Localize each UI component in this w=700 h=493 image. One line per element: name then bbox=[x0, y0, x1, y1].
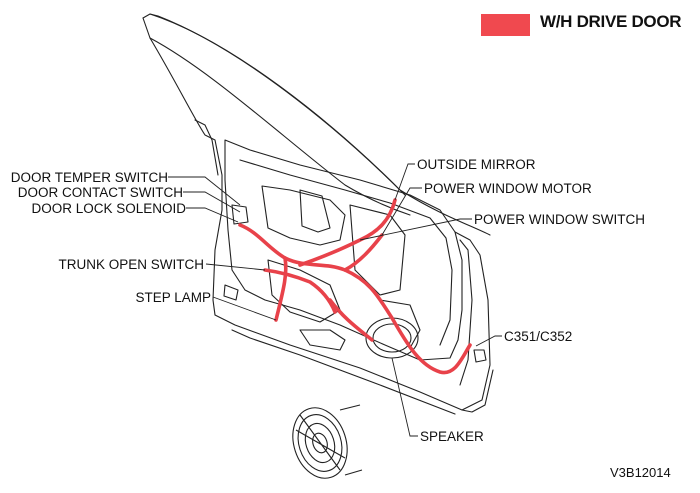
panel-cutout-upper bbox=[261, 185, 346, 246]
label-door-temper-switch: DOOR TEMPER SWITCH bbox=[10, 170, 168, 185]
window-frame-inner bbox=[149, 37, 411, 216]
leader-door-lock bbox=[186, 207, 239, 223]
speaker-frame bbox=[292, 407, 348, 479]
label-power-window-motor: POWER WINDOW MOTOR bbox=[424, 181, 592, 196]
label-connector: C351/C352 bbox=[504, 329, 573, 344]
harness-motor-branch bbox=[343, 233, 384, 272]
panel-cutout-right bbox=[349, 204, 406, 296]
label-trunk-open-switch: TRUNK OPEN SWITCH bbox=[58, 257, 204, 272]
panel-cutout-lower bbox=[267, 259, 341, 323]
leader-speaker bbox=[391, 357, 418, 437]
door-body-outline bbox=[214, 231, 491, 411]
speaker-unit bbox=[292, 404, 363, 479]
leader-connector bbox=[475, 335, 502, 347]
leader-door-contact bbox=[183, 191, 241, 213]
label-step-lamp: STEP LAMP bbox=[135, 290, 211, 305]
figure-code: V3B12014 bbox=[610, 465, 671, 480]
window-frame-edge bbox=[142, 13, 406, 196]
harness-speaker-branch bbox=[328, 298, 374, 342]
label-door-lock-solenoid: DOOR LOCK SOLENOID bbox=[31, 201, 186, 216]
leader-power-window-motor bbox=[381, 187, 422, 236]
harness-trunk-branch bbox=[263, 268, 337, 314]
label-outside-mirror: OUTSIDE MIRROR bbox=[417, 157, 536, 172]
panel-cutout-mid bbox=[299, 189, 331, 233]
label-speaker: SPEAKER bbox=[420, 429, 484, 444]
leader-power-window-switch bbox=[359, 218, 472, 241]
harness-main-run bbox=[238, 223, 472, 375]
window-frame-outer bbox=[142, 13, 491, 236]
leader-step-lamp bbox=[212, 296, 277, 321]
legend-title: W/H DRIVE DOOR bbox=[540, 12, 682, 31]
legend-swatch bbox=[481, 14, 530, 36]
leader-outside-mirror bbox=[394, 163, 415, 201]
leader-trunk bbox=[205, 263, 266, 271]
wire-harness bbox=[238, 198, 472, 375]
harness-mirror-branch bbox=[298, 198, 397, 267]
inner-panel bbox=[224, 139, 463, 361]
label-power-window-switch: POWER WINDOW SWITCH bbox=[474, 212, 645, 227]
label-door-contact-switch: DOOR CONTACT SWITCH bbox=[17, 185, 183, 200]
leader-door-temper bbox=[168, 176, 241, 206]
harness-step-lamp-branch bbox=[274, 256, 288, 322]
